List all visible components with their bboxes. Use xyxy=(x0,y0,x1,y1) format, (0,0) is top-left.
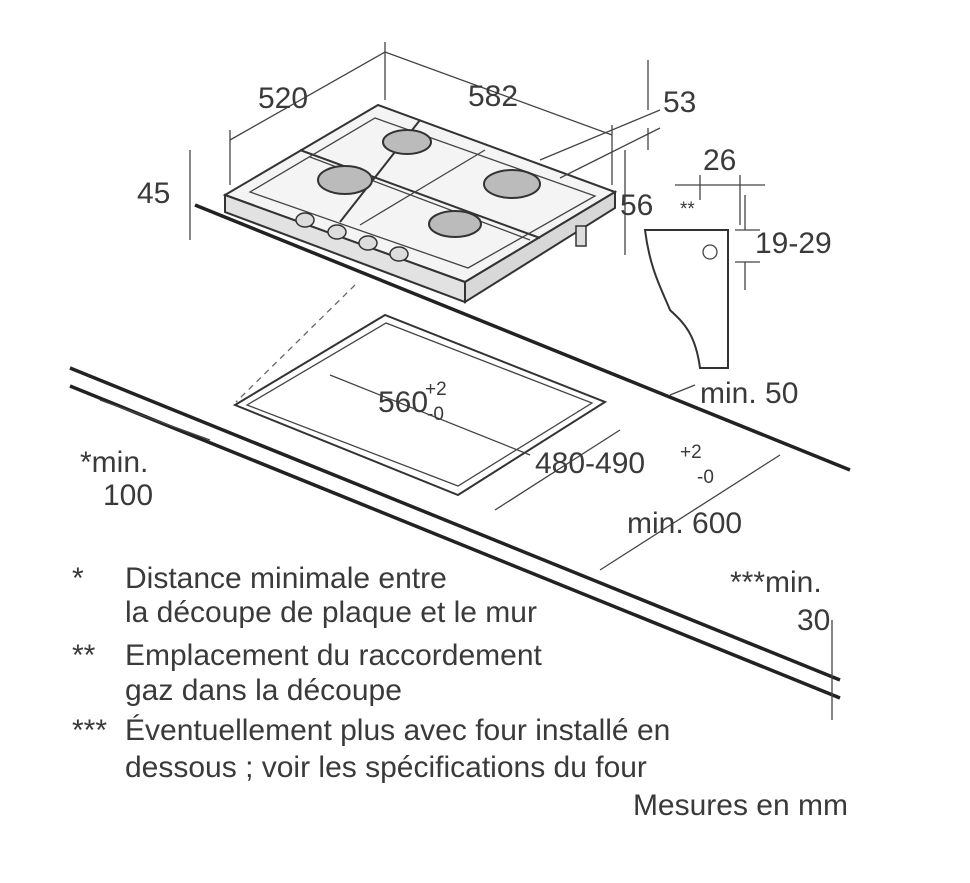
dim-45: 45 xyxy=(137,177,170,210)
footnotes: * Distance minimale entre la découpe de … xyxy=(72,562,670,784)
cutout-width-tol-minus: -0 xyxy=(427,404,444,425)
cutout-outline xyxy=(232,313,608,497)
dim-min-30-value: 30 xyxy=(797,604,830,637)
gas-connection-detail xyxy=(643,175,765,369)
cutout-width-tol-plus: +2 xyxy=(425,379,447,400)
dim-19-29: 19-29 xyxy=(755,227,832,260)
gas-hob xyxy=(222,103,618,304)
dimension-lines xyxy=(99,42,833,720)
dim-56: 56 xyxy=(620,189,653,222)
dim-min-600: min. 600 xyxy=(627,507,742,540)
dim-26: 26 xyxy=(703,144,736,177)
countertop xyxy=(69,203,851,700)
note-line: dessous ; voir les spécifications du fou… xyxy=(125,751,647,784)
dim-width: 520 xyxy=(258,82,308,115)
dim-min-30-label: ***min. xyxy=(730,566,822,599)
note-marker: * xyxy=(72,562,84,595)
control-knobs xyxy=(295,212,409,262)
note-line: Distance minimale entre xyxy=(125,562,447,595)
burners xyxy=(317,129,541,238)
dim-min-100-label: *min. xyxy=(80,446,148,479)
note-line: gaz dans la découpe xyxy=(125,674,402,707)
note-line: la découpe de plaque et le mur xyxy=(125,596,537,629)
dim-53: 53 xyxy=(663,86,696,119)
dim-cutout-width: 560 xyxy=(378,386,428,419)
dim-cutout-depth: 480-490 xyxy=(535,447,645,480)
cutout-depth-tol-minus: -0 xyxy=(697,467,714,488)
projection-line xyxy=(235,284,356,403)
dim-min-100-value: 100 xyxy=(103,479,153,512)
dim-min-50: min. 50 xyxy=(700,377,798,410)
note-line: Emplacement du raccordement xyxy=(125,639,543,672)
cutout-depth-tol-plus: +2 xyxy=(680,442,702,463)
dim-depth: 582 xyxy=(468,80,518,113)
units-note: Mesures en mm xyxy=(633,789,848,822)
gas-marker: ** xyxy=(680,199,695,220)
note-line: Éventuellement plus avec four installé e… xyxy=(125,714,670,747)
note-marker: ** xyxy=(72,639,96,672)
note-marker: *** xyxy=(72,714,107,747)
gas-connector xyxy=(575,225,587,247)
